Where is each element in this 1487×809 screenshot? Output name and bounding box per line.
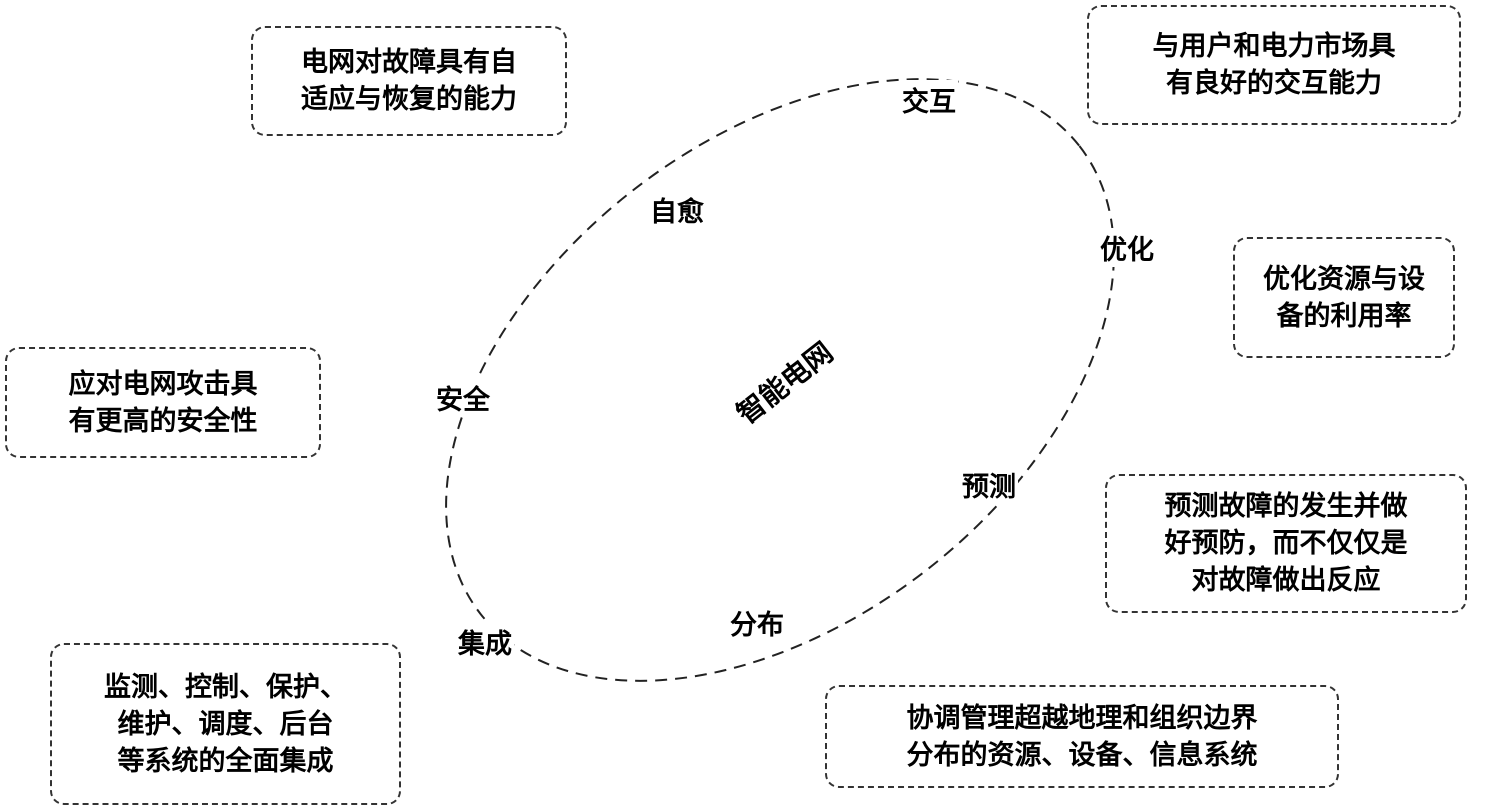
desc-integration-text: 监测、控制、保护、 维护、调度、后台 等系统的全面集成 bbox=[104, 671, 347, 777]
node-integration: 集成 bbox=[456, 622, 514, 661]
desc-optimization-text: 优化资源与设 备的利用率 bbox=[1263, 263, 1425, 332]
desc-security-text: 应对电网攻击具 有更高的安全性 bbox=[68, 368, 258, 437]
node-distribution: 分布 bbox=[728, 603, 786, 642]
desc-optimization: 优化资源与设 备的利用率 bbox=[1233, 237, 1455, 358]
desc-interaction-text: 与用户和电力市场具 有良好的交互能力 bbox=[1152, 31, 1396, 99]
desc-self-healing: 电网对故障具有自 适应与恢复的能力 bbox=[251, 26, 567, 136]
desc-prediction-text: 预测故障的发生并做 好预防，而不仅仅是 对故障做出反应 bbox=[1164, 491, 1408, 596]
node-security: 安全 bbox=[434, 378, 492, 417]
desc-self-healing-text: 电网对故障具有自 适应与恢复的能力 bbox=[301, 47, 517, 115]
desc-distribution: 协调管理超越地理和组织边界 分布的资源、设备、信息系统 bbox=[825, 685, 1339, 788]
node-optimization: 优化 bbox=[1098, 228, 1156, 267]
node-interaction: 交互 bbox=[900, 80, 958, 119]
desc-distribution-text: 协调管理超越地理和组织边界 分布的资源、设备、信息系统 bbox=[906, 702, 1258, 771]
desc-security: 应对电网攻击具 有更高的安全性 bbox=[5, 347, 321, 458]
desc-integration: 监测、控制、保护、 维护、调度、后台 等系统的全面集成 bbox=[50, 643, 401, 805]
node-prediction: 预测 bbox=[960, 465, 1018, 504]
node-self-healing: 自愈 bbox=[648, 190, 706, 229]
desc-prediction: 预测故障的发生并做 好预防，而不仅仅是 对故障做出反应 bbox=[1105, 474, 1467, 613]
desc-interaction: 与用户和电力市场具 有良好的交互能力 bbox=[1087, 5, 1461, 125]
